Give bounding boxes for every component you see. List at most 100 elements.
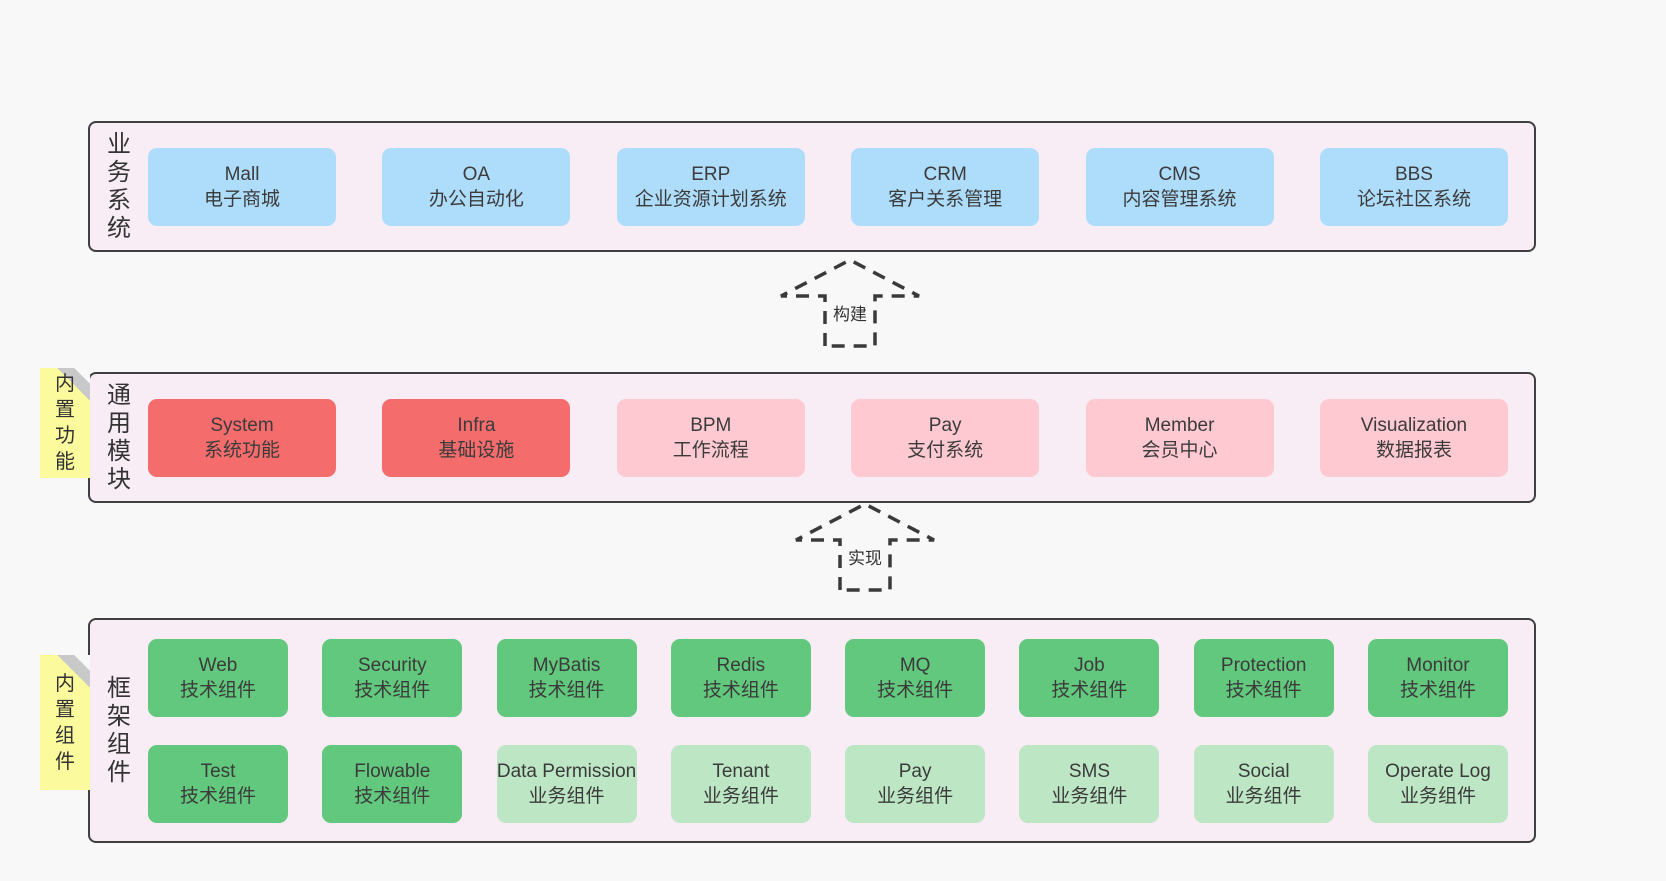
box-flowable: Flowable 技术组件	[322, 744, 463, 823]
box-title: Mall	[224, 163, 260, 185]
box-mq: MQ 技术组件	[845, 638, 986, 717]
box-title: MyBatis	[532, 654, 601, 676]
box-cms: CMS 内容管理系统	[1085, 147, 1274, 226]
box-web: Web 技术组件	[148, 638, 288, 717]
box-subtitle: 技术组件	[877, 679, 954, 701]
box-security: Security 技术组件	[322, 638, 463, 717]
box-redis: Redis 技术组件	[670, 638, 811, 717]
box-title: SMS	[1068, 760, 1110, 782]
box-subtitle: 业务组件	[1225, 785, 1302, 807]
box-operate-log: Operate Log 业务组件	[1367, 744, 1508, 823]
box-subtitle: 技术组件	[1225, 679, 1302, 701]
box-subtitle: 基础设施	[438, 439, 515, 461]
box-title: Web	[198, 654, 238, 676]
box-title: Security	[357, 654, 427, 676]
box-subtitle: 电子商城	[203, 188, 280, 210]
box-subtitle: 技术组件	[354, 679, 431, 701]
box-subtitle: 业务组件	[702, 785, 779, 807]
box-social: Social 业务组件	[1193, 744, 1334, 823]
arrow-build: 构建	[775, 256, 925, 348]
box-title: Infra	[457, 414, 496, 436]
box-subtitle: 工作流程	[672, 439, 749, 461]
box-crm: CRM 客户关系管理	[851, 147, 1040, 226]
box-system: System 系统功能	[148, 398, 336, 477]
box-mybatis: MyBatis 技术组件	[496, 638, 637, 717]
box-subtitle: 技术组件	[1399, 679, 1476, 701]
box-title: Redis	[716, 654, 766, 676]
box-job: Job 技术组件	[1019, 638, 1160, 717]
box-title: MQ	[899, 654, 931, 676]
box-subtitle: 业务组件	[1051, 785, 1128, 807]
box-title: Tenant	[712, 760, 770, 782]
box-subtitle: 会员中心	[1141, 439, 1218, 461]
box-erp: ERP 企业资源计划系统	[616, 147, 805, 226]
box-subtitle: 技术组件	[179, 785, 256, 807]
box-title: Test	[200, 760, 236, 782]
box-title: System	[210, 414, 274, 436]
box-protection: Protection 技术组件	[1193, 638, 1334, 717]
box-bbs: BBS 论坛社区系统	[1319, 147, 1508, 226]
box-monitor: Monitor 技术组件	[1367, 638, 1508, 717]
box-member: Member 会员中心	[1085, 398, 1274, 477]
sticky-note-built-in-components: 内置组件	[40, 655, 90, 790]
box-subtitle: 业务组件	[528, 785, 605, 807]
box-pay: Pay 支付系统	[851, 398, 1040, 477]
box-visualization: Visualization 数据报表	[1319, 398, 1508, 477]
box-subtitle: 系统功能	[203, 439, 280, 461]
box-subtitle: 业务组件	[877, 785, 954, 807]
box-pay: Pay 业务组件	[845, 744, 986, 823]
sticky-note-text: 内置组件	[55, 672, 75, 773]
module-row: System 系统功能 Infra 基础设施 BPM 工作流程 Pay 支付系统 Member 会…	[148, 398, 1508, 477]
box-subtitle: 论坛社区系统	[1356, 188, 1471, 210]
box-title: Social	[1237, 760, 1290, 782]
box-title: Flowable	[354, 760, 431, 782]
box-subtitle: 技术组件	[702, 679, 779, 701]
box-title: Member	[1144, 414, 1215, 436]
box-subtitle: 技术组件	[528, 679, 605, 701]
box-title: Operate Log	[1385, 760, 1491, 782]
box-tenant: Tenant 业务组件	[670, 744, 811, 823]
box-infra: Infra 基础设施	[382, 398, 571, 477]
box-subtitle: 业务组件	[1399, 785, 1476, 807]
band-common-modules-rows: System 系统功能 Infra 基础设施 BPM 工作流程 Pay 支付系统 Member 会…	[148, 398, 1534, 477]
box-subtitle: 内容管理系统	[1122, 188, 1237, 210]
band-label-business-systems: 业务系统	[107, 130, 131, 242]
box-subtitle: 支付系统	[907, 439, 984, 461]
band-common-modules: 通用模块 System 系统功能 Infra 基础设施 BPM 工作流程 Pay 支付系统 Me…	[88, 372, 1536, 503]
box-title: Data Permission	[496, 760, 637, 782]
box-sms: SMS 业务组件	[1019, 744, 1160, 823]
box-title: Pay	[898, 760, 932, 782]
box-title: ERP	[691, 163, 731, 185]
box-title: BPM	[690, 414, 732, 436]
box-title: BBS	[1394, 163, 1433, 185]
box-title: CMS	[1158, 163, 1201, 185]
arrow-implement-label: 实现	[845, 544, 885, 569]
box-subtitle: 技术组件	[1051, 679, 1128, 701]
box-title: Protection	[1220, 654, 1307, 676]
box-data-permission: Data Permission 业务组件	[496, 744, 637, 823]
box-subtitle: 企业资源计划系统	[634, 188, 787, 210]
box-title: Visualization	[1360, 414, 1468, 436]
box-subtitle: 技术组件	[179, 679, 256, 701]
box-subtitle: 技术组件	[354, 785, 431, 807]
box-subtitle: 客户关系管理	[888, 188, 1003, 210]
box-title: CRM	[923, 163, 967, 185]
box-subtitle: 数据报表	[1375, 439, 1452, 461]
arrow-implement: 实现	[790, 500, 940, 592]
box-title: Job	[1074, 654, 1105, 676]
box-title: Monitor	[1406, 654, 1470, 676]
box-subtitle: 办公自动化	[428, 188, 524, 210]
box-title: Pay	[928, 414, 962, 436]
box-test: Test 技术组件	[148, 744, 288, 823]
sticky-note-text: 内置功能	[55, 373, 75, 473]
band-label-common-modules: 通用模块	[107, 381, 131, 493]
